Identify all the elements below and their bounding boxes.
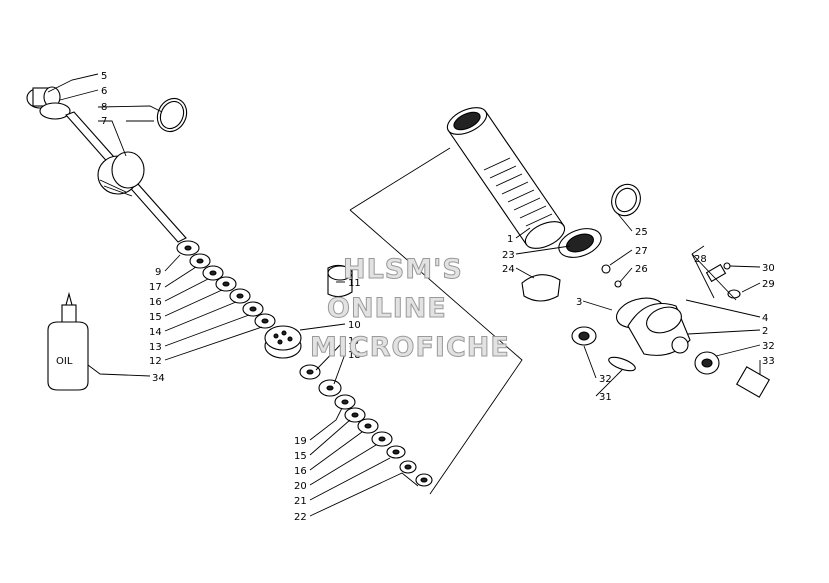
callout-labels: 5 6 8 7 9 17 16 15 14 13 12 34 11 10 17 … — [101, 71, 775, 523]
part-27 — [601, 264, 611, 274]
washer-31-part — [608, 356, 636, 372]
callout-11: 11 — [348, 278, 361, 289]
oil-bottle-label: OIL — [56, 356, 73, 367]
watermark-line-1: HLSM'S — [343, 254, 463, 285]
callout-5: 5 — [101, 71, 107, 82]
oil-bottle: OIL — [47, 291, 89, 391]
part-26 — [614, 280, 622, 288]
split-ring-24-part — [521, 274, 561, 302]
callout-27: 27 — [635, 246, 648, 257]
watermark: HLSM'S ONLINE MICROFICHE — [310, 254, 510, 364]
shock-body — [446, 107, 771, 398]
callout-12: 12 — [149, 356, 162, 367]
callout-25: 25 — [635, 227, 648, 238]
callout-6: 6 — [101, 86, 107, 97]
callout-30: 30 — [762, 263, 775, 274]
callout-2: 2 — [762, 326, 768, 337]
shaft-assembly — [26, 86, 276, 329]
callout-8: 8 — [101, 102, 107, 113]
callout-33: 33 — [762, 356, 775, 367]
callout-19: 19 — [294, 436, 307, 447]
callout-20: 20 — [294, 481, 307, 492]
callout-32b: 32 — [599, 374, 612, 385]
valve-28-part — [705, 263, 727, 283]
watermark-line-2: ONLINE — [327, 293, 447, 324]
callout-10: 10 — [348, 320, 361, 331]
leader-lines — [47, 73, 761, 517]
callout-1: 1 — [507, 234, 513, 245]
callout-9: 9 — [155, 267, 161, 278]
callout-4: 4 — [762, 313, 768, 324]
callout-24: 24 — [502, 264, 515, 275]
eye-washer-part — [39, 102, 71, 120]
o-ring-8-inner — [159, 100, 185, 130]
callout-22: 22 — [294, 512, 307, 523]
oil-bottle-body — [47, 321, 89, 391]
callout-14: 14 — [149, 327, 162, 338]
callout-16b: 16 — [294, 466, 307, 477]
callout-28: 28 — [694, 254, 707, 265]
callout-15a: 15 — [149, 312, 162, 323]
callout-7: 7 — [101, 116, 107, 127]
callout-23: 23 — [502, 250, 515, 261]
sleeve-33-part — [735, 366, 771, 398]
callout-31: 31 — [599, 392, 612, 403]
callout-13: 13 — [149, 342, 162, 353]
shaft-head-cap — [111, 151, 145, 189]
piston-assembly — [264, 264, 433, 487]
callout-3: 3 — [576, 297, 582, 308]
callout-26: 26 — [635, 264, 648, 275]
watermark-line-3: MICROFICHE — [310, 332, 510, 363]
callout-15b: 15 — [294, 451, 307, 462]
group-bracket — [349, 147, 523, 495]
callout-16a: 16 — [149, 297, 162, 308]
callout-21: 21 — [294, 496, 307, 507]
callout-29: 29 — [762, 279, 775, 290]
callout-17a: 17 — [149, 282, 162, 293]
valve-cap-30 — [723, 262, 731, 270]
callout-18: 18 — [348, 350, 361, 361]
callout-32a: 32 — [762, 341, 775, 352]
callout-17b: 17 — [348, 336, 361, 347]
callout-34: 34 — [152, 373, 165, 384]
